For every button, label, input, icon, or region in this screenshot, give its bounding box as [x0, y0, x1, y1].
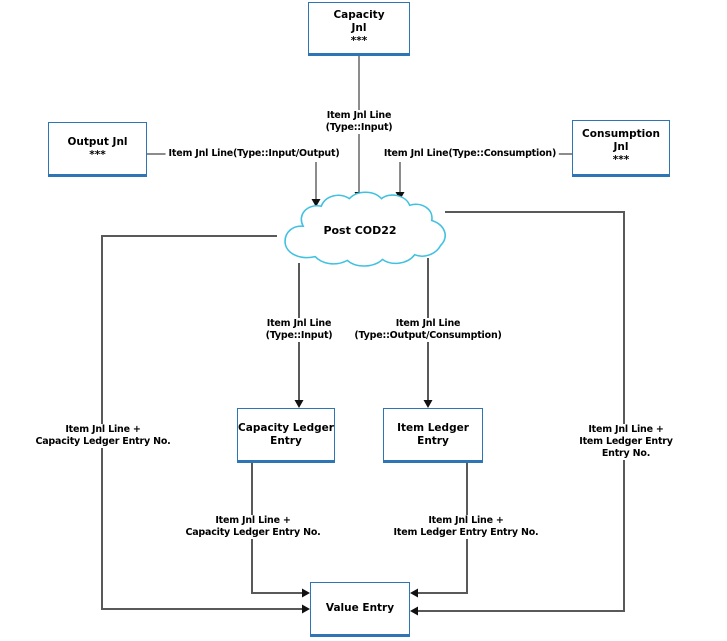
- edge-label-right-bypass: Item Jnl Line + Item Ledger Entry Entry …: [575, 424, 677, 460]
- arrowhead-right-bypass: [410, 606, 418, 616]
- arrowhead-capacity-ledger-to-value: [302, 588, 310, 598]
- arrowhead-output-to-post: [311, 199, 321, 207]
- edge-label-item-ledger-to-value: Item Jnl Line + Item Ledger Entry Entry …: [390, 515, 542, 539]
- edge-label-capacity-to-post: Item Jnl Line (Type::Input): [322, 110, 396, 134]
- edge-label-left-bypass: Item Jnl Line + Capacity Ledger Entry No…: [32, 424, 174, 448]
- arrowhead-left-bypass: [302, 604, 310, 614]
- edge-label-output-to-post: Item Jnl Line(Type::Input/Output): [165, 148, 343, 160]
- node-capacity-ledger-entry: Capacity Ledger Entry: [237, 408, 335, 463]
- arrowhead-item-ledger-to-value: [410, 588, 418, 598]
- node-output-jnl: Output Jnl ***: [48, 122, 147, 177]
- node-value-entry: Value Entry: [310, 582, 410, 637]
- cloud-post-cod22-label: Post COD22: [323, 224, 397, 237]
- arrowhead-post-to-item-ledger: [423, 400, 433, 408]
- edge-label-post-to-item-ledger: Item Jnl Line (Type::Output/Consumption): [351, 318, 505, 342]
- edge-label-consumption-to-post: Item Jnl Line(Type::Consumption): [380, 148, 560, 160]
- node-item-ledger-entry: Item Ledger Entry: [383, 408, 483, 463]
- edge-right-bypass-line: [418, 211, 625, 612]
- cloud-shape: [284, 191, 446, 267]
- edge-left-bypass-line: [101, 235, 302, 610]
- arrowhead-post-to-capacity-ledger: [294, 400, 304, 408]
- edge-capacity-ledger-to-value-line: [251, 463, 302, 594]
- node-capacity-jnl: Capacity Jnl ***: [308, 2, 410, 56]
- edge-label-capacity-ledger-to-value: Item Jnl Line + Capacity Ledger Entry No…: [182, 515, 324, 539]
- node-consumption-jnl: Consumption Jnl ***: [572, 120, 670, 177]
- edge-item-ledger-to-value-line: [418, 463, 468, 594]
- edge-label-post-to-capacity-ledger: Item Jnl Line (Type::Input): [262, 318, 336, 342]
